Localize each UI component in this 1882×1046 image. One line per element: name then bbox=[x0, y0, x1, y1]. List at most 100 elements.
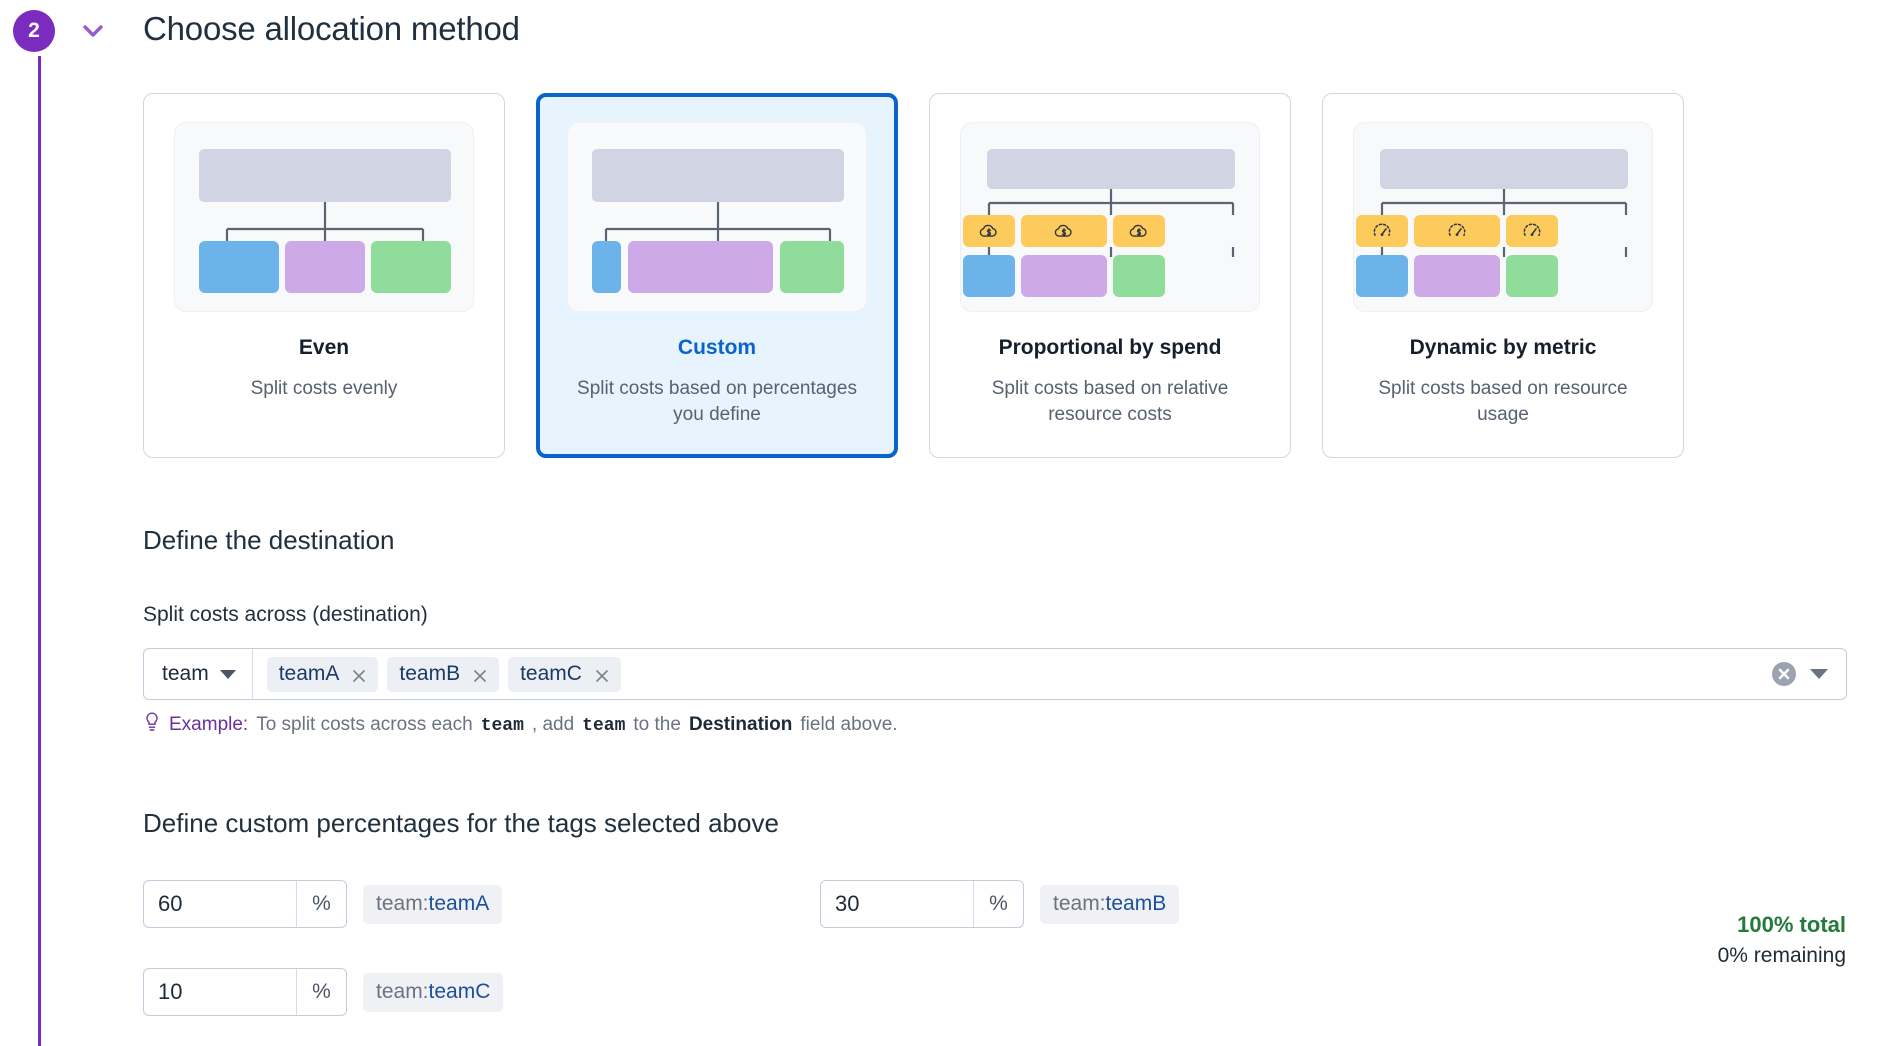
diagram-leaf-blue bbox=[199, 241, 279, 293]
percentage-totals: 100% total 0% remaining bbox=[1718, 912, 1846, 968]
percentage-tag-label: team:teamC bbox=[363, 972, 504, 1012]
diagram-parent-node bbox=[199, 149, 451, 202]
tag-value: teamA bbox=[428, 891, 490, 915]
hint-bold-destination: Destination bbox=[688, 714, 793, 735]
diagram-leaf-green bbox=[780, 241, 844, 293]
destination-tag[interactable]: teamA bbox=[266, 656, 379, 692]
tag-value: teamC bbox=[428, 979, 491, 1003]
diagram-leaf-purple bbox=[628, 241, 773, 293]
hint-code-2: team bbox=[582, 716, 626, 736]
diagram-dynamic bbox=[1353, 122, 1653, 312]
hint-part4: field above. bbox=[800, 714, 898, 735]
diagram-leaf-purple bbox=[285, 241, 365, 293]
close-icon[interactable] bbox=[594, 666, 610, 682]
cloud-dollar-icon bbox=[963, 215, 1015, 247]
method-card-proportional-by-spend[interactable]: Proportional by spend Split costs based … bbox=[929, 93, 1291, 458]
diagram-proportional bbox=[960, 122, 1260, 312]
gauge-icon bbox=[1414, 215, 1500, 247]
tag-value: teamB bbox=[1105, 891, 1167, 915]
percentage-value[interactable]: 30 bbox=[835, 891, 860, 916]
gauge-icon bbox=[1506, 215, 1558, 247]
percentage-value[interactable]: 10 bbox=[158, 979, 183, 1004]
diagram-leaf-blue bbox=[592, 241, 621, 293]
destination-field-label: Split costs across (destination) bbox=[143, 603, 428, 626]
diagram-connectors bbox=[604, 202, 832, 243]
method-title: Proportional by spend bbox=[998, 336, 1222, 359]
total-percentage: 100% total bbox=[1737, 912, 1846, 937]
diagram-parent-node bbox=[1380, 149, 1628, 189]
step-rail: 2 bbox=[0, 0, 120, 1046]
tag-key: team: bbox=[376, 891, 429, 915]
method-description: Split costs based on percentages you def… bbox=[577, 378, 857, 425]
diagram-leaf-purple bbox=[1021, 255, 1107, 297]
chevron-down-icon[interactable] bbox=[78, 16, 108, 46]
diagram-leaf-green bbox=[371, 241, 451, 293]
percentage-input[interactable]: 30 % bbox=[820, 880, 1024, 928]
cloud-dollar-icon bbox=[1021, 215, 1107, 247]
method-title: Custom bbox=[677, 336, 757, 359]
percent-suffix: % bbox=[296, 881, 346, 927]
method-description: Split costs based on relative resource c… bbox=[991, 378, 1229, 425]
percentage-tag-label: team:teamB bbox=[1040, 884, 1180, 924]
example-hint: Example: To split costs across each team… bbox=[143, 708, 898, 736]
diagram-custom bbox=[567, 122, 867, 312]
method-description: Split costs evenly bbox=[250, 378, 398, 399]
destination-key-select[interactable]: team bbox=[144, 649, 253, 699]
destination-tag-list: teamA teamB teamC bbox=[253, 656, 621, 692]
percentage-input[interactable]: 10 % bbox=[143, 968, 347, 1016]
page-title: Choose allocation method bbox=[143, 10, 520, 47]
tag-label: teamA bbox=[278, 661, 340, 685]
method-title: Even bbox=[298, 336, 350, 359]
tag-label: teamB bbox=[399, 661, 461, 685]
lightbulb-icon bbox=[143, 711, 161, 733]
step-number: 2 bbox=[28, 19, 40, 42]
clear-circle-icon[interactable] bbox=[1772, 662, 1796, 686]
percentage-input[interactable]: 60 % bbox=[143, 880, 347, 928]
diagram-leaf-purple bbox=[1414, 255, 1500, 297]
hint-part1: To split costs across each bbox=[256, 714, 473, 735]
method-description: Split costs based on resource usage bbox=[1378, 378, 1628, 425]
hint-part2: , add bbox=[531, 714, 575, 735]
percentage-value[interactable]: 60 bbox=[158, 891, 183, 916]
diagram-connectors bbox=[1380, 189, 1628, 257]
percentage-row: 10 % team:teamC bbox=[143, 968, 504, 1016]
diagram-leaf-blue bbox=[1356, 255, 1408, 297]
destination-heading: Define the destination bbox=[143, 525, 395, 555]
tag-key: team: bbox=[376, 979, 429, 1003]
step-vertical-line bbox=[38, 56, 41, 1046]
diagram-connectors bbox=[987, 189, 1235, 257]
hint-part3: to the bbox=[633, 714, 681, 735]
diagram-leaf-blue bbox=[963, 255, 1015, 297]
hint-lead: Example: bbox=[169, 714, 249, 735]
percent-suffix: % bbox=[973, 881, 1023, 927]
method-card-dynamic-by-metric[interactable]: Dynamic by metric Split costs based on r… bbox=[1322, 93, 1684, 458]
percentage-row: 60 % team:teamA bbox=[143, 880, 503, 928]
gauge-icon bbox=[1356, 215, 1408, 247]
method-title: Dynamic by metric bbox=[1409, 336, 1597, 359]
percentage-tag-label: team:teamA bbox=[363, 884, 503, 924]
cloud-dollar-icon bbox=[1113, 215, 1165, 247]
chevron-down-icon bbox=[219, 669, 236, 679]
diagram-leaf-green bbox=[1113, 255, 1165, 297]
diagram-parent-node bbox=[592, 149, 844, 202]
diagram-parent-node bbox=[987, 149, 1235, 189]
close-icon[interactable] bbox=[472, 666, 488, 682]
diagram-connectors bbox=[225, 202, 425, 243]
percentage-row: 30 % team:teamB bbox=[820, 880, 1180, 928]
percentages-heading: Define custom percentages for the tags s… bbox=[143, 808, 779, 838]
destination-tag[interactable]: teamC bbox=[508, 656, 621, 692]
destination-field-actions bbox=[1772, 662, 1846, 686]
step-number-badge: 2 bbox=[13, 10, 55, 52]
destination-key-label: team bbox=[162, 662, 209, 685]
diagram-leaf-green bbox=[1506, 255, 1558, 297]
hint-code-1: team bbox=[480, 716, 524, 736]
method-card-custom[interactable]: Custom Split costs based on percentages … bbox=[536, 93, 898, 458]
destination-input[interactable]: team teamA teamB t bbox=[143, 648, 1847, 700]
percent-suffix: % bbox=[296, 969, 346, 1015]
remaining-percentage: 0% remaining bbox=[1717, 944, 1846, 967]
method-card-even[interactable]: Even Split costs evenly bbox=[143, 93, 505, 458]
tag-key: team: bbox=[1053, 891, 1106, 915]
chevron-down-icon[interactable] bbox=[1810, 669, 1828, 679]
destination-tag[interactable]: teamB bbox=[387, 656, 500, 692]
close-icon[interactable] bbox=[351, 666, 367, 682]
